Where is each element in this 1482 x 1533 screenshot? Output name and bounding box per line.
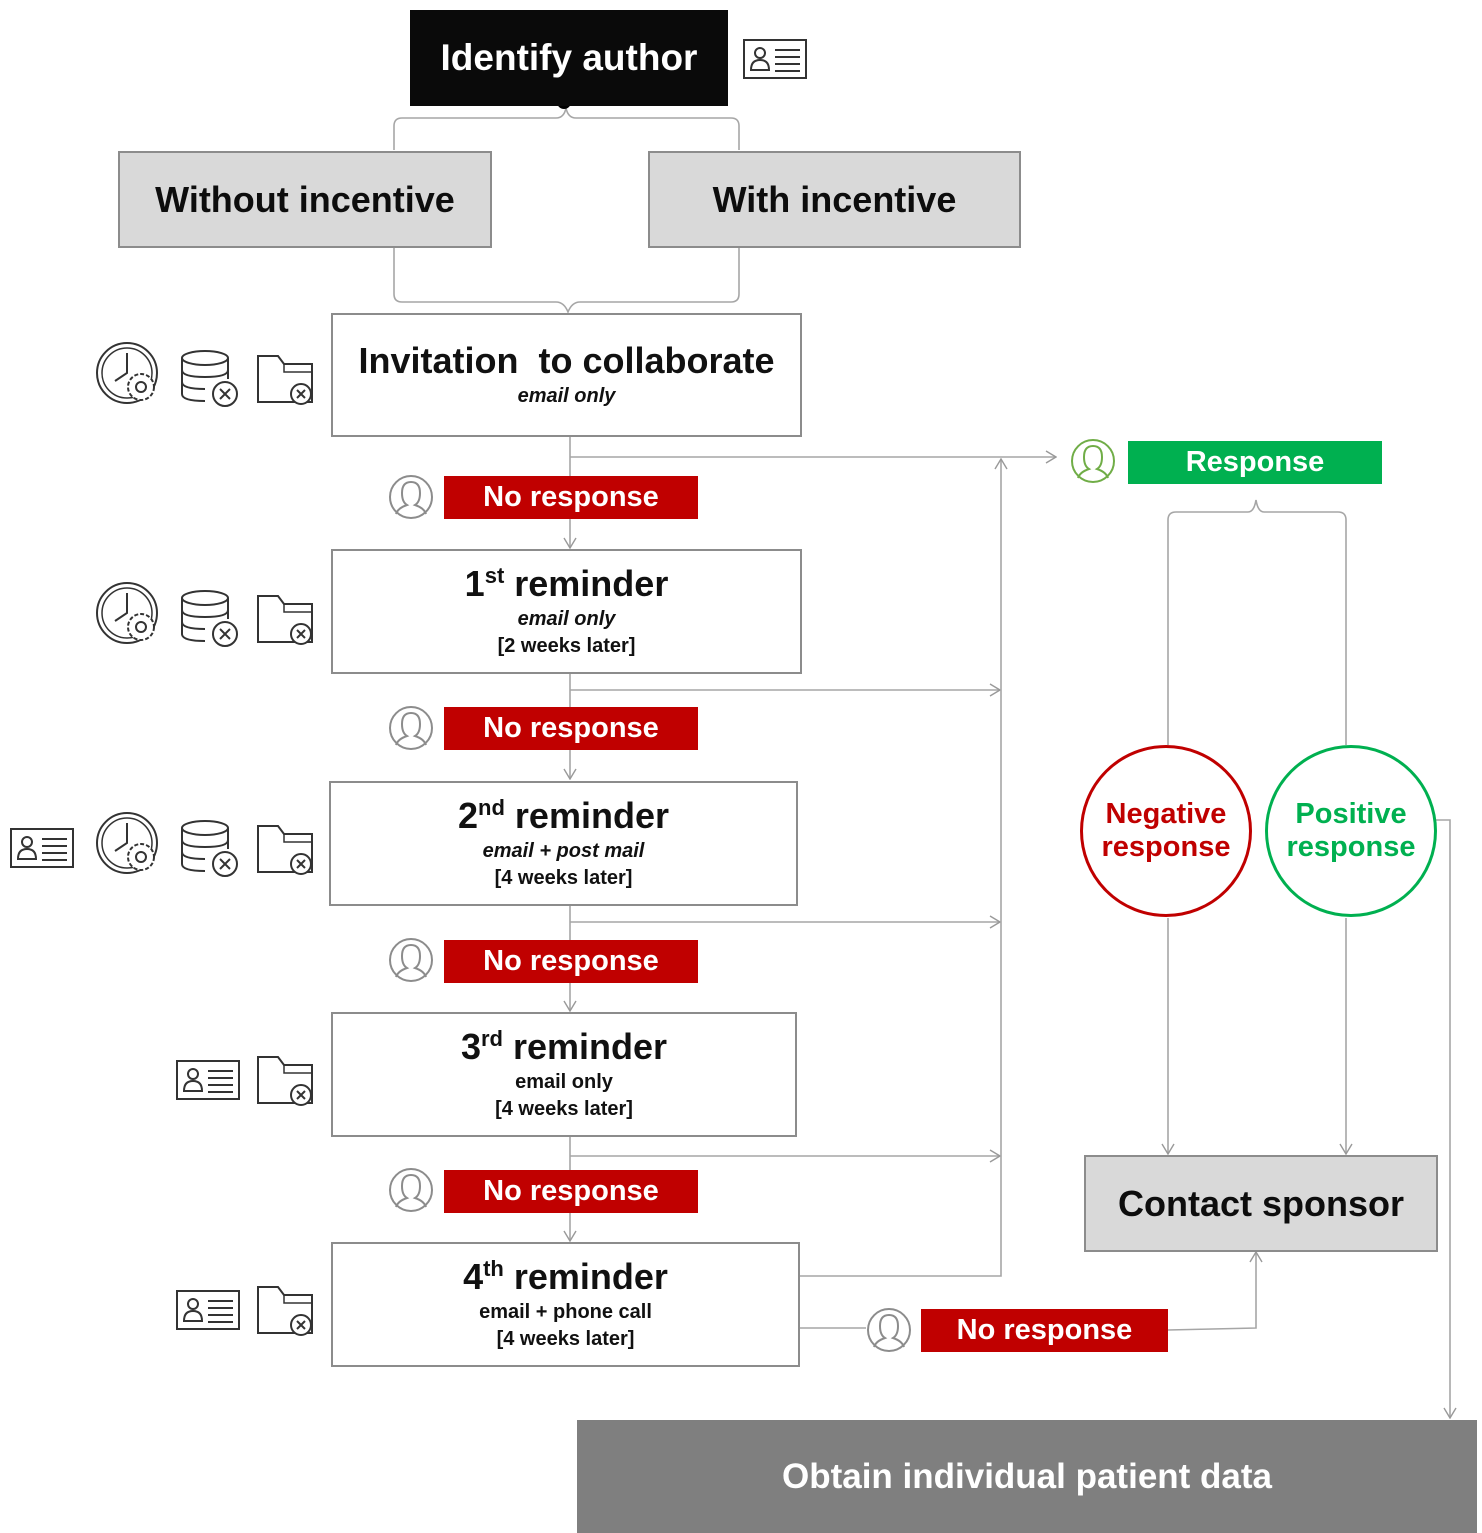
- obtain-data-label: Obtain individual patient data: [781, 1456, 1273, 1496]
- invitation-sub: email only: [517, 385, 616, 408]
- r4-word: reminder: [503, 1255, 668, 1297]
- r1-sub: email only: [517, 608, 616, 631]
- no-response-badge-2: No response: [444, 707, 698, 750]
- clock-gear-icon: [96, 342, 158, 404]
- r4-sup: th: [483, 1255, 504, 1281]
- user-icon: [389, 1168, 433, 1212]
- r1-when: [2 weeks later]: [497, 635, 636, 658]
- r3-sub: email only: [515, 1071, 613, 1094]
- r3-sup: rd: [480, 1025, 503, 1051]
- invitation-title: Invitation to collaborate: [358, 339, 775, 381]
- r2-sub: email + post mail: [482, 840, 645, 863]
- user-icon: [389, 475, 433, 519]
- with-incentive-box: With incentive: [648, 151, 1021, 248]
- user-icon: [389, 706, 433, 750]
- r4-num: 4: [463, 1255, 484, 1297]
- reminder-1-box: 1st reminder email only [2 weeks later]: [331, 549, 802, 674]
- no-response-badge-5: No response: [921, 1309, 1168, 1352]
- no-response-label: No response: [483, 712, 659, 744]
- folder-x-icon: [257, 1056, 313, 1106]
- identify-author-box: Identify author: [410, 10, 728, 106]
- folder-x-icon: [257, 355, 313, 405]
- r3-when: [4 weeks later]: [495, 1098, 633, 1121]
- r1-sup: st: [484, 562, 505, 588]
- no-response-label: No response: [483, 481, 659, 513]
- database-x-icon: [181, 820, 238, 877]
- obtain-data-box: Obtain individual patient data: [577, 1420, 1477, 1533]
- no-response-badge-4: No response: [444, 1170, 698, 1213]
- without-incentive-label: Without incentive: [155, 178, 455, 220]
- negative-line-2: response: [1101, 831, 1231, 863]
- r4-when: [4 weeks later]: [496, 1328, 635, 1351]
- r2-when: [4 weeks later]: [494, 867, 633, 890]
- r2-sup: nd: [478, 794, 505, 820]
- no-response-label: No response: [483, 1175, 659, 1207]
- no-response-badge-3: No response: [444, 940, 698, 983]
- r3-word: reminder: [502, 1025, 668, 1067]
- id-card-icon: [743, 39, 807, 79]
- clock-gear-icon: [96, 812, 158, 874]
- no-response-label: No response: [956, 1314, 1133, 1346]
- positive-response-circle: Positive response: [1265, 745, 1437, 917]
- folder-x-icon: [257, 595, 313, 645]
- r2-num: 2: [458, 794, 479, 836]
- clock-gear-icon: [96, 582, 158, 644]
- folder-x-icon: [257, 825, 313, 875]
- database-x-icon: [181, 590, 238, 647]
- folder-x-icon: [257, 1286, 313, 1336]
- reminder-4-box: 4th reminder email + phone call [4 weeks…: [331, 1242, 800, 1367]
- database-x-icon: [181, 350, 238, 407]
- user-icon: [389, 938, 433, 982]
- reminder-2-box: 2nd reminder email + post mail [4 weeks …: [329, 781, 798, 906]
- user-icon: [867, 1308, 911, 1352]
- id-card-icon: [176, 1290, 240, 1330]
- r2-word: reminder: [504, 794, 669, 836]
- contact-sponsor-label: Contact sponsor: [1117, 1182, 1404, 1224]
- response-badge: Response: [1128, 441, 1382, 484]
- without-incentive-box: Without incentive: [118, 151, 492, 248]
- id-card-icon: [176, 1060, 240, 1100]
- r1-num: 1: [464, 562, 485, 604]
- reminder-3-box: 3rd reminder email only [4 weeks later]: [331, 1012, 797, 1137]
- contact-sponsor-box: Contact sponsor: [1084, 1155, 1438, 1252]
- r1-word: reminder: [504, 562, 669, 604]
- with-incentive-label: With incentive: [712, 178, 957, 220]
- no-response-badge-1: No response: [444, 476, 698, 519]
- user-icon: [1071, 439, 1115, 483]
- positive-line-2: response: [1286, 831, 1416, 863]
- id-card-icon: [10, 828, 74, 868]
- invitation-box: Invitation to collaborate email only: [331, 313, 802, 437]
- positive-line-1: Positive: [1295, 797, 1407, 830]
- no-response-label: No response: [483, 945, 659, 977]
- negative-response-circle: Negative response: [1080, 745, 1252, 917]
- negative-line-1: Negative: [1105, 797, 1227, 830]
- response-label: Response: [1185, 446, 1325, 478]
- r3-num: 3: [460, 1025, 481, 1067]
- r4-sub: email + phone call: [479, 1301, 652, 1324]
- identify-author-label: Identify author: [440, 37, 698, 78]
